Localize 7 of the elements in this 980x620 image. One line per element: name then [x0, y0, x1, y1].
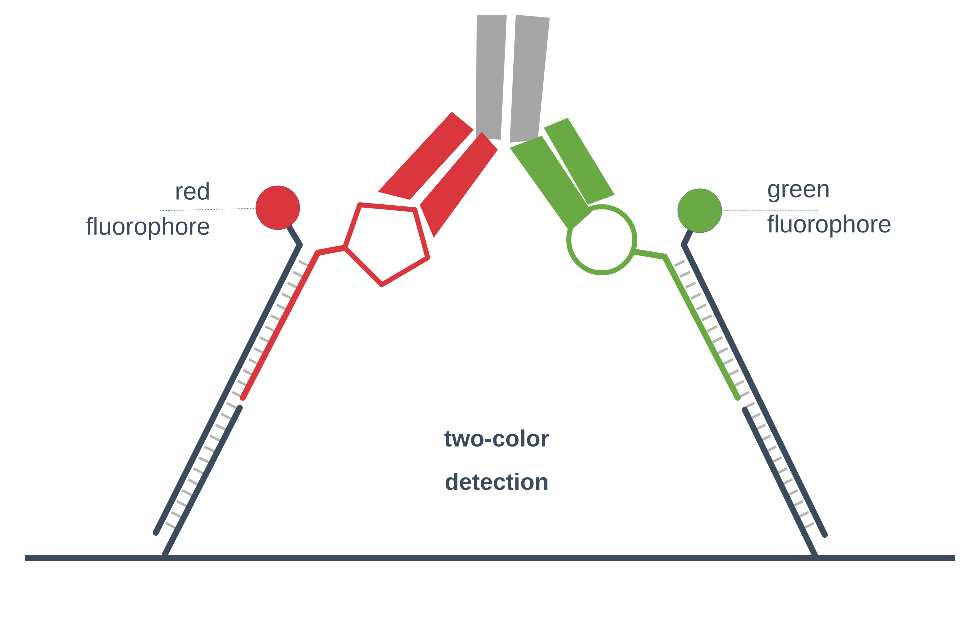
fluorophore-circle [678, 188, 722, 234]
fluorophore-label: red fluorophore [86, 182, 210, 240]
fluorophore-circle [256, 186, 300, 230]
fluorophore-label: green fluorophore [768, 184, 891, 238]
caption-text: two-color detection [444, 430, 550, 490]
leader-line [722, 210, 818, 212]
leader-line [160, 208, 256, 212]
